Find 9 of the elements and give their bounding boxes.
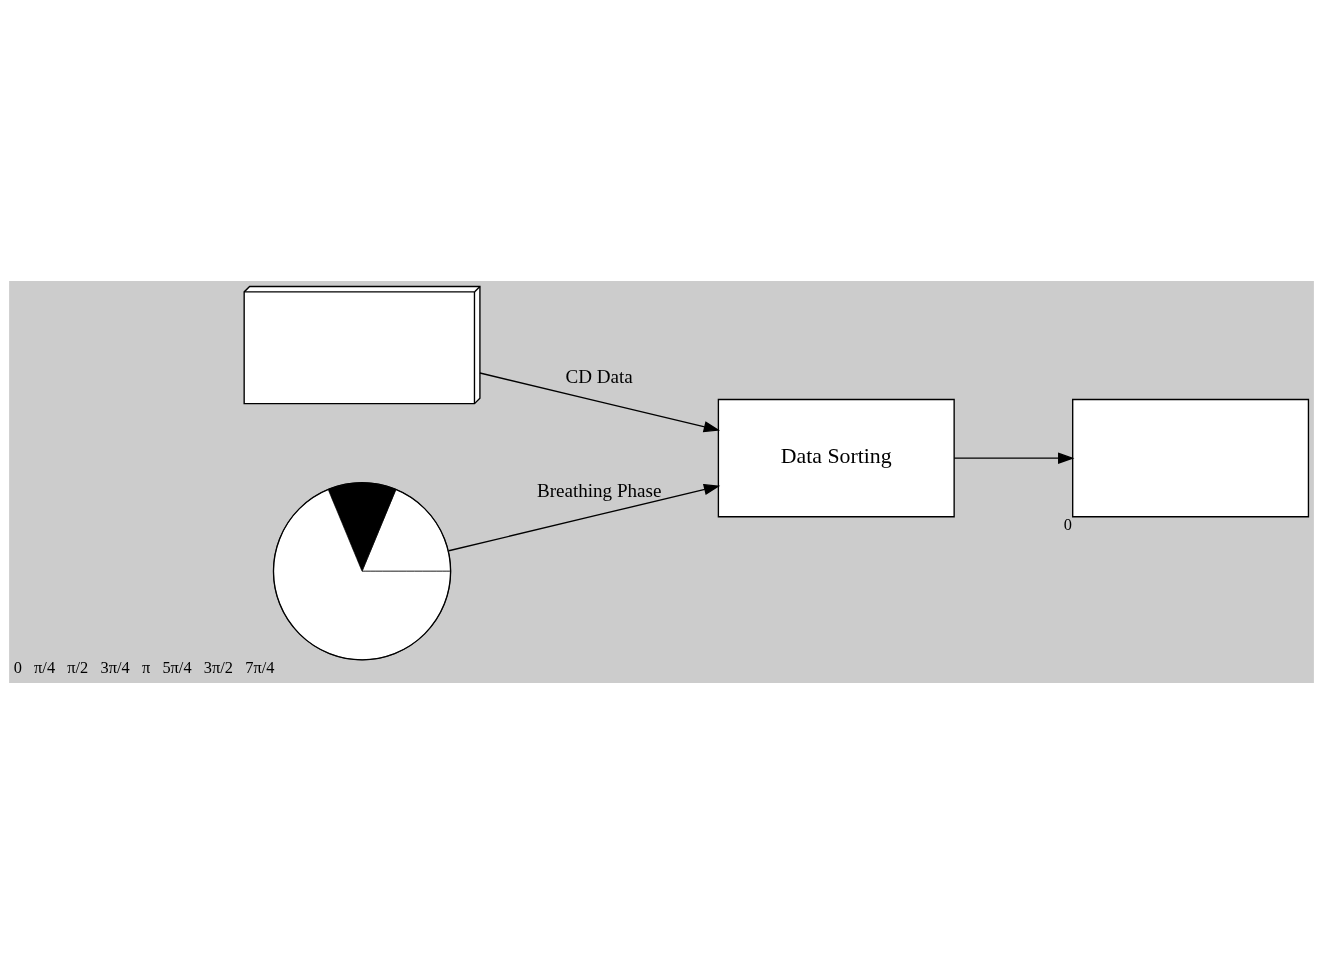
edge-label: CD Data: [565, 365, 633, 387]
node-label: 0: [1063, 514, 1073, 534]
arrow: [953, 451, 1075, 464]
node-label: 0 π/4 π/2 3π/4 π 5π/4 3π/2 7π/4: [13, 657, 275, 677]
arrow: [479, 371, 721, 432]
edge-label: Breathing Phase: [536, 479, 662, 501]
node-box: [1072, 398, 1310, 517]
arrow: [448, 483, 721, 551]
node-box: Data Sorting: [717, 398, 955, 517]
